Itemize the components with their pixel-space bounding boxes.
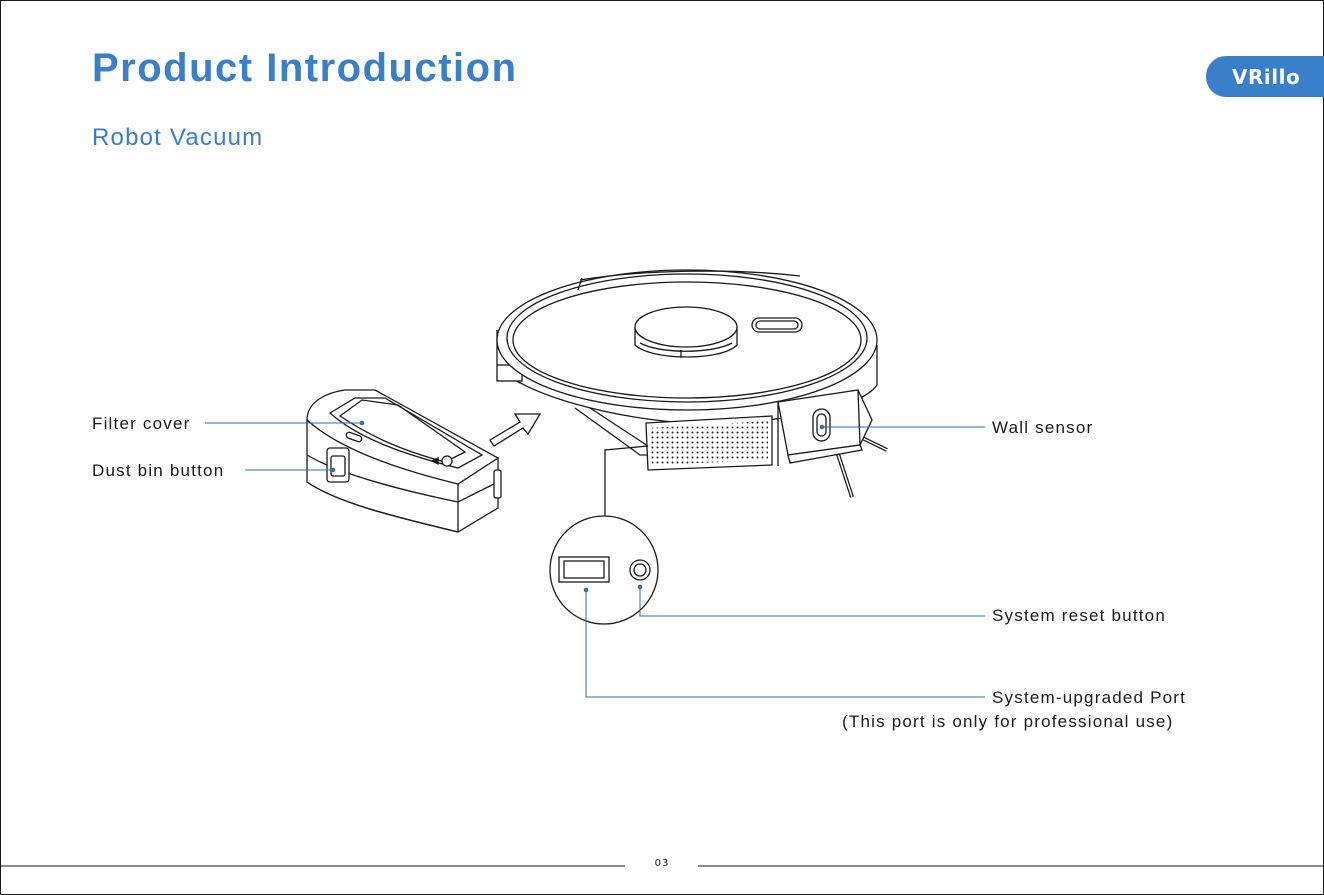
dust-bin-illustration [307, 390, 501, 532]
robot-vacuum-illustration [497, 270, 887, 497]
label-filter-cover: Filter cover [92, 415, 190, 432]
arrow-icon [490, 414, 540, 446]
label-dust-bin-button: Dust bin button [92, 462, 224, 479]
label-system-upgraded-port: System-upgraded Port [992, 689, 1186, 706]
label-system-reset-button: System reset button [992, 607, 1166, 624]
port-detail-illustration [550, 446, 658, 624]
page-number: 03 [640, 858, 684, 869]
label-wall-sensor: Wall sensor [992, 419, 1093, 436]
label-port-note: (This port is only for professional use) [842, 713, 1173, 730]
